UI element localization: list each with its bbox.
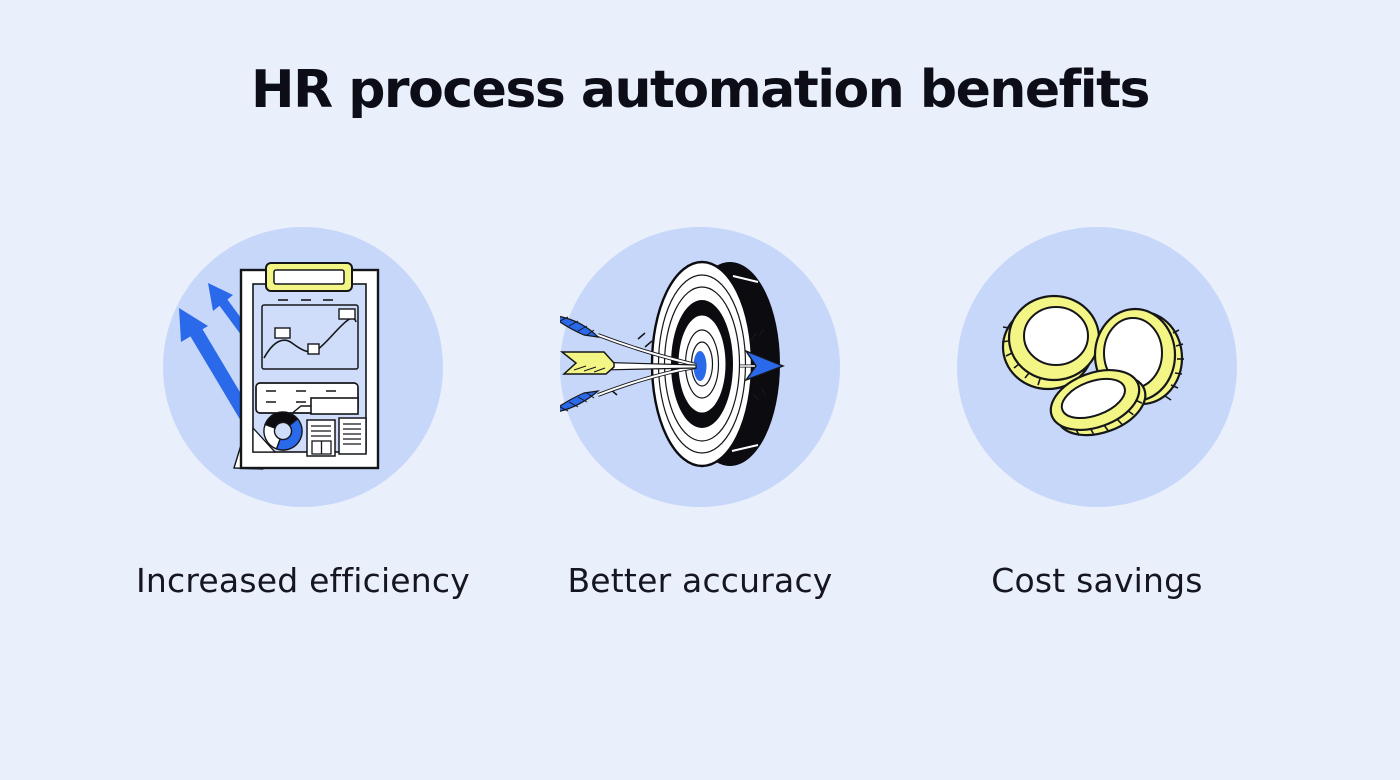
coin-shape [1001, 294, 1101, 391]
page-title: HR process automation benefits [251, 60, 1150, 120]
coin-shape [1049, 369, 1147, 437]
coins-icon [957, 227, 1237, 507]
benefit-label-increased-efficiency: Increased efficiency [136, 561, 470, 600]
benefit-card-better-accuracy: Better accuracy [560, 227, 840, 600]
illustration-circle-accuracy [560, 227, 840, 507]
yellow-fletching-shape [560, 351, 615, 375]
benefit-card-cost-savings: Cost savings [957, 227, 1237, 600]
dartboard-shape [650, 260, 781, 468]
illustration-circle-efficiency [163, 227, 443, 507]
bullseye-shape [693, 351, 707, 381]
clipboard-shape [233, 262, 380, 470]
benefit-label-better-accuracy: Better accuracy [567, 561, 833, 600]
arrowhead-shape [744, 349, 785, 382]
receipts-shape [306, 417, 367, 457]
benefit-card-increased-efficiency: Increased efficiency [136, 227, 470, 600]
arrows-shape [560, 316, 785, 412]
clipboard-report-growth-arrows-icon [163, 227, 443, 507]
benefit-label-cost-savings: Cost savings [991, 561, 1203, 600]
line-chart-shape [261, 304, 359, 370]
illustration-circle-savings [957, 227, 1237, 507]
dartboard-bullseye-arrows-icon [560, 227, 840, 507]
donut-chart-shape [263, 411, 303, 451]
benefits-row: Increased efficiency [0, 227, 1400, 600]
callout-box-shape [310, 397, 359, 415]
